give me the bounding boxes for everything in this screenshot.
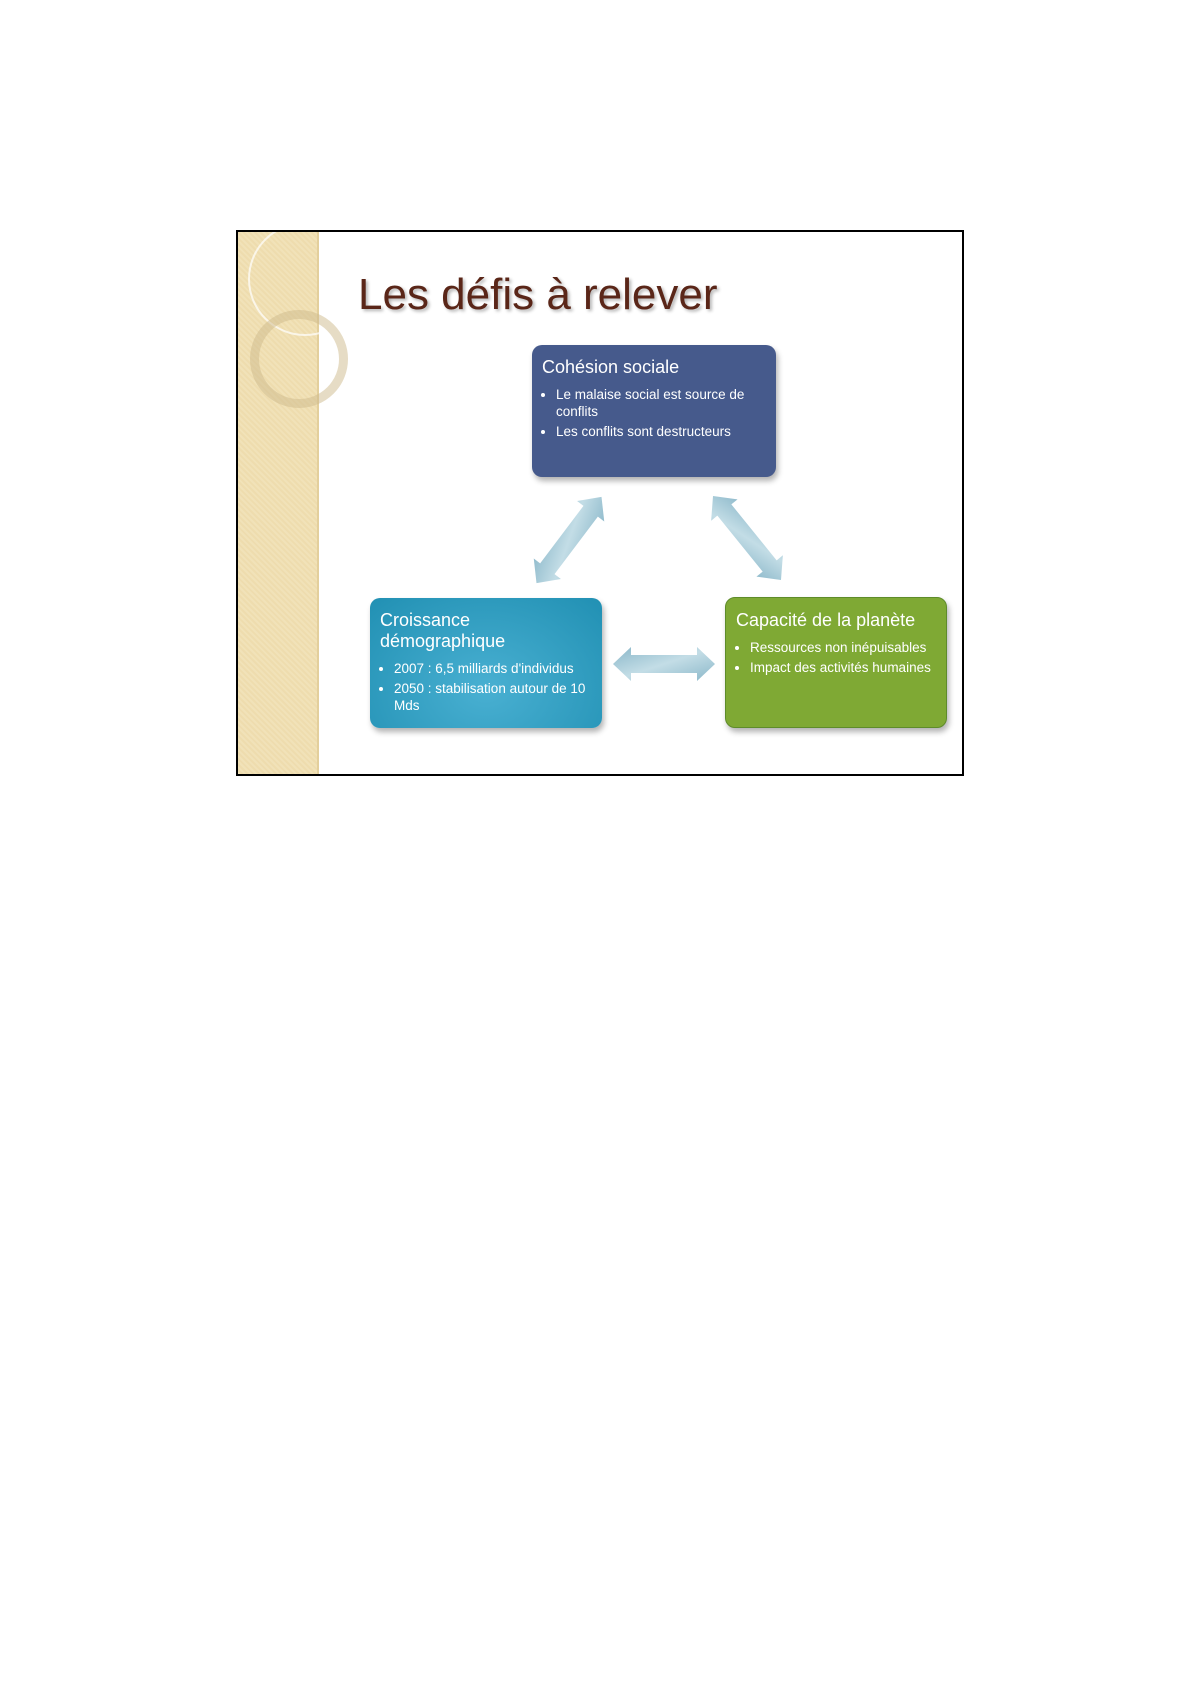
slide-title: Les défis à relever	[358, 270, 718, 319]
double-arrow-icon	[613, 647, 715, 681]
bullet: Le malaise social est source de conflits	[556, 386, 766, 420]
box-capacite-planete: Capacité de la planète Ressources non in…	[725, 597, 947, 728]
slide: Les défis à relever Cohésion sociale Le …	[236, 230, 964, 776]
bullet: 2007 : 6,5 milliards d'individus	[394, 660, 592, 677]
bullet: Ressources non inépuisables	[750, 639, 936, 656]
box-croissance-demographique: Croissance démographique 2007 : 6,5 mill…	[370, 598, 602, 728]
box-cohesion-sociale: Cohésion sociale Le malaise social est s…	[532, 345, 776, 477]
bullet: Impact des activités humaines	[750, 659, 936, 676]
box-title: Capacité de la planète	[736, 610, 916, 630]
decorative-sidebar	[238, 232, 362, 774]
double-arrow-icon	[533, 496, 605, 584]
bullet: 2050 : stabilisation autour de 10 Mds	[394, 680, 592, 714]
decorative-ring	[250, 310, 348, 408]
box-title: Cohésion sociale	[542, 357, 680, 377]
arrows	[533, 496, 783, 681]
double-arrow-icon	[711, 496, 783, 580]
bullet: Les conflits sont destructeurs	[556, 423, 766, 440]
box-title: Croissance démographique	[380, 610, 506, 651]
